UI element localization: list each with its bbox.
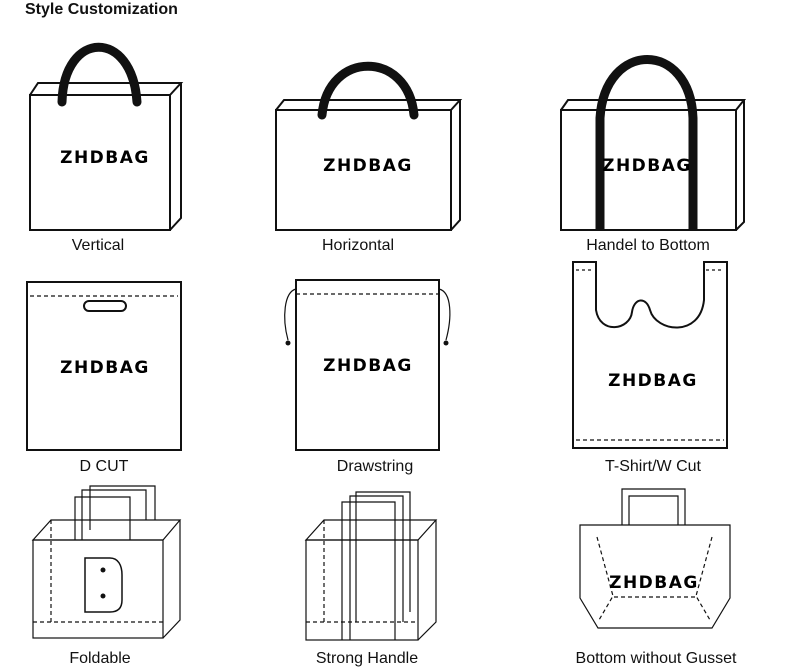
brand-logo-text: ZHDBAG: [60, 358, 150, 378]
brand-logo-text: ZHDBAG: [602, 156, 692, 176]
style-label-foldable: Foldable: [69, 650, 131, 667]
style-label-vertical: Vertical: [71, 237, 125, 254]
brand-logo-text: ZHDBAG: [323, 156, 413, 176]
page-title: Style Customization: [25, 1, 178, 18]
style-label-horizontal: Horizontal: [321, 237, 395, 254]
style-label-bottom-without-gusset: Bottom without Gusset: [575, 650, 737, 667]
brand-logo-text: ZHDBAG: [609, 573, 699, 593]
style-label-d-cut: D CUT: [79, 458, 129, 475]
brand-logo-text: ZHDBAG: [323, 356, 413, 376]
style-label-t-shirt-w-cut: T-Shirt/W Cut: [604, 458, 701, 475]
style-label-strong-handle: Strong Handle: [315, 650, 419, 667]
style-label-drawstring: Drawstring: [336, 458, 414, 475]
brand-logo-text: ZHDBAG: [608, 371, 698, 391]
style-label-handel-to-bottom: Handel to Bottom: [586, 237, 710, 254]
brand-logo-text: ZHDBAG: [60, 148, 150, 168]
